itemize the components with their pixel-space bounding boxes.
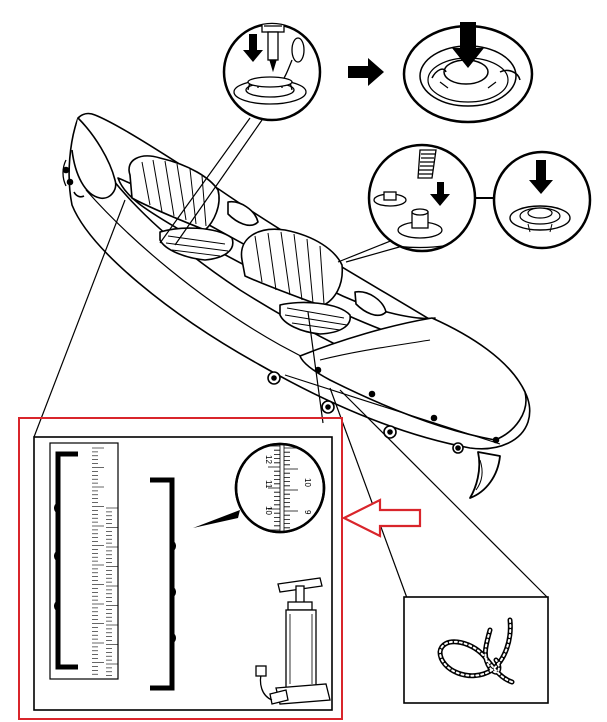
skeg (469, 451, 501, 499)
kayak-stern-deck (299, 317, 527, 441)
down-arrow-icon (529, 160, 553, 194)
pointer-arrow-icon (341, 498, 422, 538)
front-footrest (227, 200, 259, 227)
rear-footrest (354, 290, 387, 317)
top-valve-callout (222, 22, 322, 122)
mag-tick-label: 12 (264, 455, 273, 464)
down-arrow-icon (452, 22, 484, 68)
side-d-rings (267, 371, 464, 454)
down-arrow-icon (430, 182, 450, 206)
front-seat-cushion (159, 227, 234, 261)
mag-tick-label: 11 (264, 480, 273, 489)
highlight-frame (18, 417, 343, 720)
mag-tick-label: 9 (303, 510, 312, 515)
deck-bungee-cord (284, 374, 501, 445)
down-arrow-icon (243, 34, 263, 62)
mag-tick-label: 10 (264, 506, 273, 515)
pump-icon (255, 577, 331, 705)
right-arrow-icon (348, 58, 384, 86)
ruler-magnifier: 12 11 10 10 9 (234, 442, 326, 534)
front-seat-back (128, 155, 220, 231)
ruler-icon (49, 442, 119, 680)
kayak-icon (62, 112, 531, 499)
rear-seat-cushion (279, 301, 351, 335)
leader-lines (33, 117, 549, 599)
mag-tick-label: 10 (303, 478, 312, 487)
closed-valve-detail (402, 22, 534, 124)
sealed-valve-detail (492, 150, 592, 250)
pump-hose-valve-callout (367, 143, 477, 253)
kayak-bow-deck (71, 117, 117, 200)
rear-seat-back (240, 228, 344, 307)
rope-detail (403, 596, 549, 704)
